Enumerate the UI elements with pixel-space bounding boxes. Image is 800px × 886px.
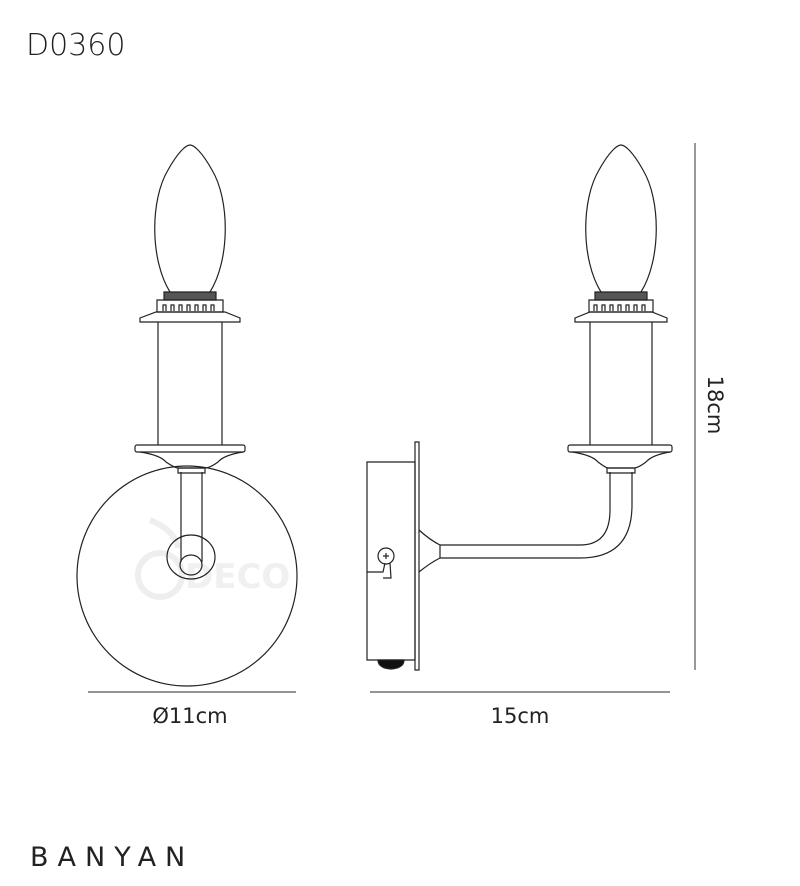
diameter-label: Ø11cm: [152, 704, 228, 728]
height-label: 18cm: [703, 375, 727, 435]
backplate-edge: [415, 442, 419, 670]
side-view: [367, 145, 672, 670]
bulb-thread: [595, 292, 647, 300]
arm-base: [419, 530, 440, 572]
flange: [575, 312, 667, 322]
product-code: D0360: [26, 28, 126, 63]
column: [158, 322, 222, 445]
product-name: BANYAN: [30, 842, 195, 873]
screw-icon: [378, 548, 394, 564]
backplate-circle: [77, 466, 297, 686]
bulb-thread: [164, 292, 216, 300]
drip-plate: [568, 445, 672, 452]
bulb-icon: [155, 145, 226, 292]
watermark-logo: DECO: [138, 520, 290, 597]
lower-cup: [572, 452, 670, 468]
wall-box: [367, 462, 415, 660]
lampholder-teeth: [594, 305, 645, 311]
front-view: DECO: [77, 145, 297, 686]
wall-mount-ring: [167, 535, 215, 579]
drip-plate: [135, 445, 245, 452]
bulb-icon: [586, 145, 657, 292]
lower-cup: [140, 452, 243, 468]
lampholder-teeth: [163, 305, 214, 311]
arm: [440, 472, 632, 558]
projection-label: 15cm: [490, 704, 550, 728]
flange: [140, 312, 240, 322]
column: [590, 322, 652, 445]
stem: [181, 472, 202, 562]
black-foot: [378, 660, 404, 669]
